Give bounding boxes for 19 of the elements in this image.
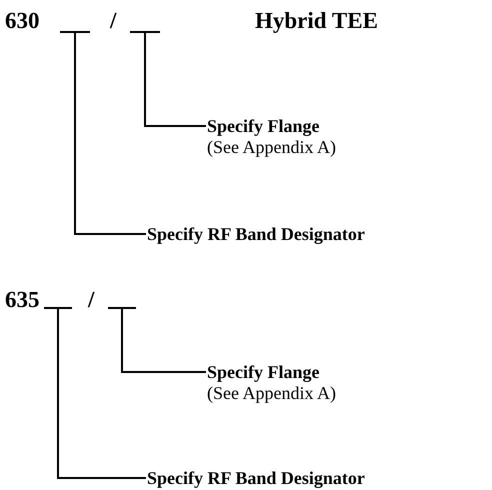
reference-note: (See Appendix A) — [207, 136, 336, 158]
field-description: Specify Flange — [207, 362, 320, 382]
code-text: / — [110, 9, 116, 32]
fill-in-line — [44, 307, 72, 309]
reference-note: (See Appendix A) — [207, 382, 336, 404]
field-description: Specify RF Band Designator — [147, 468, 365, 488]
title: Hybrid TEE — [255, 9, 378, 32]
field-description: Specify RF Band Designator — [147, 224, 365, 244]
leader-line — [121, 309, 206, 373]
leader-line — [74, 33, 146, 235]
leader-line — [57, 309, 146, 479]
code-text: 630 — [5, 9, 40, 32]
field-description: Specify Flange — [207, 116, 320, 136]
leader-line — [144, 33, 206, 127]
fill-in-line — [130, 31, 160, 33]
code-text: 635 — [5, 288, 40, 311]
fill-in-line — [108, 307, 136, 309]
code-text: / — [88, 288, 94, 311]
fill-in-line — [60, 31, 90, 33]
